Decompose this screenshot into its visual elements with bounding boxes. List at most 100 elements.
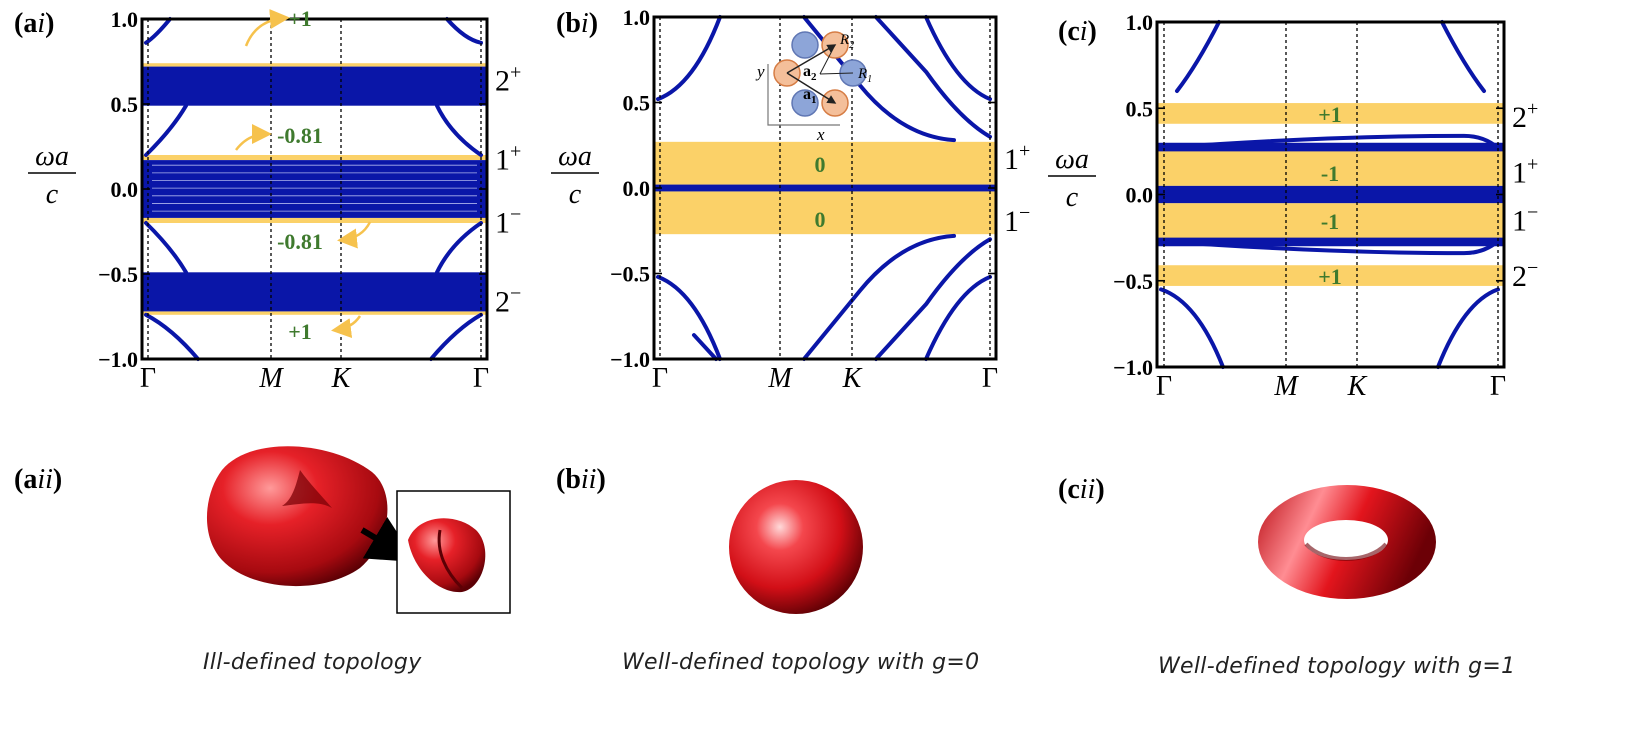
panel-tag: (bi) — [556, 8, 598, 39]
band-curve — [435, 103, 483, 157]
band-index-label: 1− — [1512, 202, 1538, 238]
band-curve — [1436, 287, 1500, 369]
x-tick-label: K — [842, 363, 863, 394]
x-tick-label: Γ — [1156, 371, 1172, 402]
lattice-vector — [786, 72, 837, 104]
y-tick-label: 0.0 — [623, 176, 651, 201]
y-tick-label: 0.5 — [111, 92, 139, 117]
gap-bands — [1157, 103, 1504, 286]
x-tick-label: Γ — [1490, 371, 1506, 402]
gap-region — [654, 141, 996, 185]
panel-tag-bii: (bii) — [556, 464, 606, 495]
y-axis-label-denominator: c — [1066, 182, 1079, 213]
torus-inner-shadow — [1304, 542, 1388, 561]
label-r1: R1 — [857, 66, 872, 85]
band-curves — [654, 15, 996, 361]
gap-invariant-label: 0 — [815, 152, 826, 177]
gap-region — [1157, 265, 1504, 286]
band-curve — [429, 312, 483, 361]
y-axis-label-denominator: c — [569, 179, 582, 210]
band-curve — [656, 274, 722, 361]
gap-bands — [654, 141, 996, 235]
arrow — [337, 221, 372, 249]
x-tick-label: M — [1273, 371, 1299, 402]
gap-invariant-label: +1 — [288, 319, 312, 344]
caption-ill-defined: Ill-defined topology — [203, 650, 422, 675]
x-tick-label: Γ — [652, 363, 668, 394]
x-tick-label: M — [767, 363, 793, 394]
x-tick-label: M — [258, 363, 284, 394]
arrow — [331, 315, 362, 339]
gap-region — [142, 155, 487, 161]
band-index-label: 2− — [1512, 257, 1538, 293]
x-tick-label: K — [1347, 371, 1368, 402]
band-index-label: 1− — [495, 203, 521, 239]
y-tick-label: −0.5 — [610, 262, 650, 287]
band-curve — [144, 103, 188, 157]
y-tick-label: −1.0 — [1113, 355, 1153, 380]
x-tick-label: Γ — [473, 363, 489, 394]
y-axis-label-denominator: c — [46, 179, 59, 210]
y-tick-label: 1.0 — [1126, 10, 1154, 35]
band-curve — [692, 333, 718, 361]
band-curve — [1440, 20, 1486, 93]
gap-invariant-label: -1 — [1321, 209, 1339, 234]
x-tick-label: Γ — [982, 363, 998, 394]
bulk-band — [1157, 142, 1504, 152]
panel-tag-aii: (aii) — [14, 464, 62, 495]
y-tick-label: 0.0 — [1126, 183, 1154, 208]
gap-invariant-label: +1 — [1318, 102, 1342, 127]
gap-region — [142, 63, 487, 67]
bulk-band — [142, 66, 487, 106]
blob-surface — [206, 446, 388, 587]
band-index-label: 2− — [495, 283, 521, 319]
label-a2: a2 — [803, 63, 817, 83]
y-tick-label: −1.0 — [610, 347, 650, 372]
label-x: x — [816, 125, 825, 144]
band-curve — [435, 221, 483, 275]
band-curve — [445, 17, 483, 45]
y-tick-label: −1.0 — [98, 347, 138, 372]
surface-dimple — [282, 470, 332, 508]
annotation-arrows — [235, 9, 372, 339]
inset-frame — [767, 64, 840, 126]
band-curve — [144, 312, 200, 361]
torus-body — [1258, 485, 1436, 599]
band-index-label: 1+ — [1004, 140, 1030, 176]
band-curve — [874, 15, 992, 139]
gap-invariant-label: 0 — [815, 207, 826, 232]
label-a1: a1 — [803, 86, 817, 106]
label-r2: R2 — [839, 32, 854, 51]
bulk-band — [142, 160, 487, 218]
band-index-label: 1+ — [1512, 153, 1538, 189]
band-curve — [1175, 20, 1221, 93]
band-curve — [1159, 239, 1500, 256]
y-tick-label: 0.0 — [111, 177, 139, 202]
gap-bands — [142, 63, 487, 315]
gap-region — [654, 191, 996, 235]
ill-defined-surface — [206, 446, 511, 614]
band-curve — [1159, 133, 1500, 150]
band-index-label: 1+ — [495, 141, 521, 177]
bulk-bands — [1157, 142, 1504, 247]
band-curve — [144, 221, 188, 275]
gap-invariant-label: -0.81 — [277, 229, 323, 254]
arrow — [235, 124, 272, 151]
gap-invariant-label: +1 — [1318, 264, 1342, 289]
band-curve — [924, 15, 992, 102]
band-curve — [802, 233, 956, 361]
gap-region — [1157, 103, 1504, 124]
band-curves — [1159, 20, 1500, 369]
bulk-band — [1157, 237, 1504, 247]
caption-g1: Well-defined topology with g=1 — [1158, 654, 1516, 679]
lattice-site — [791, 31, 819, 59]
gap-invariant-label: -0.81 — [277, 123, 323, 148]
y-tick-label: 1.0 — [111, 7, 139, 32]
band-curve — [656, 15, 722, 102]
y-axis-label-numerator: ωa — [35, 141, 69, 172]
